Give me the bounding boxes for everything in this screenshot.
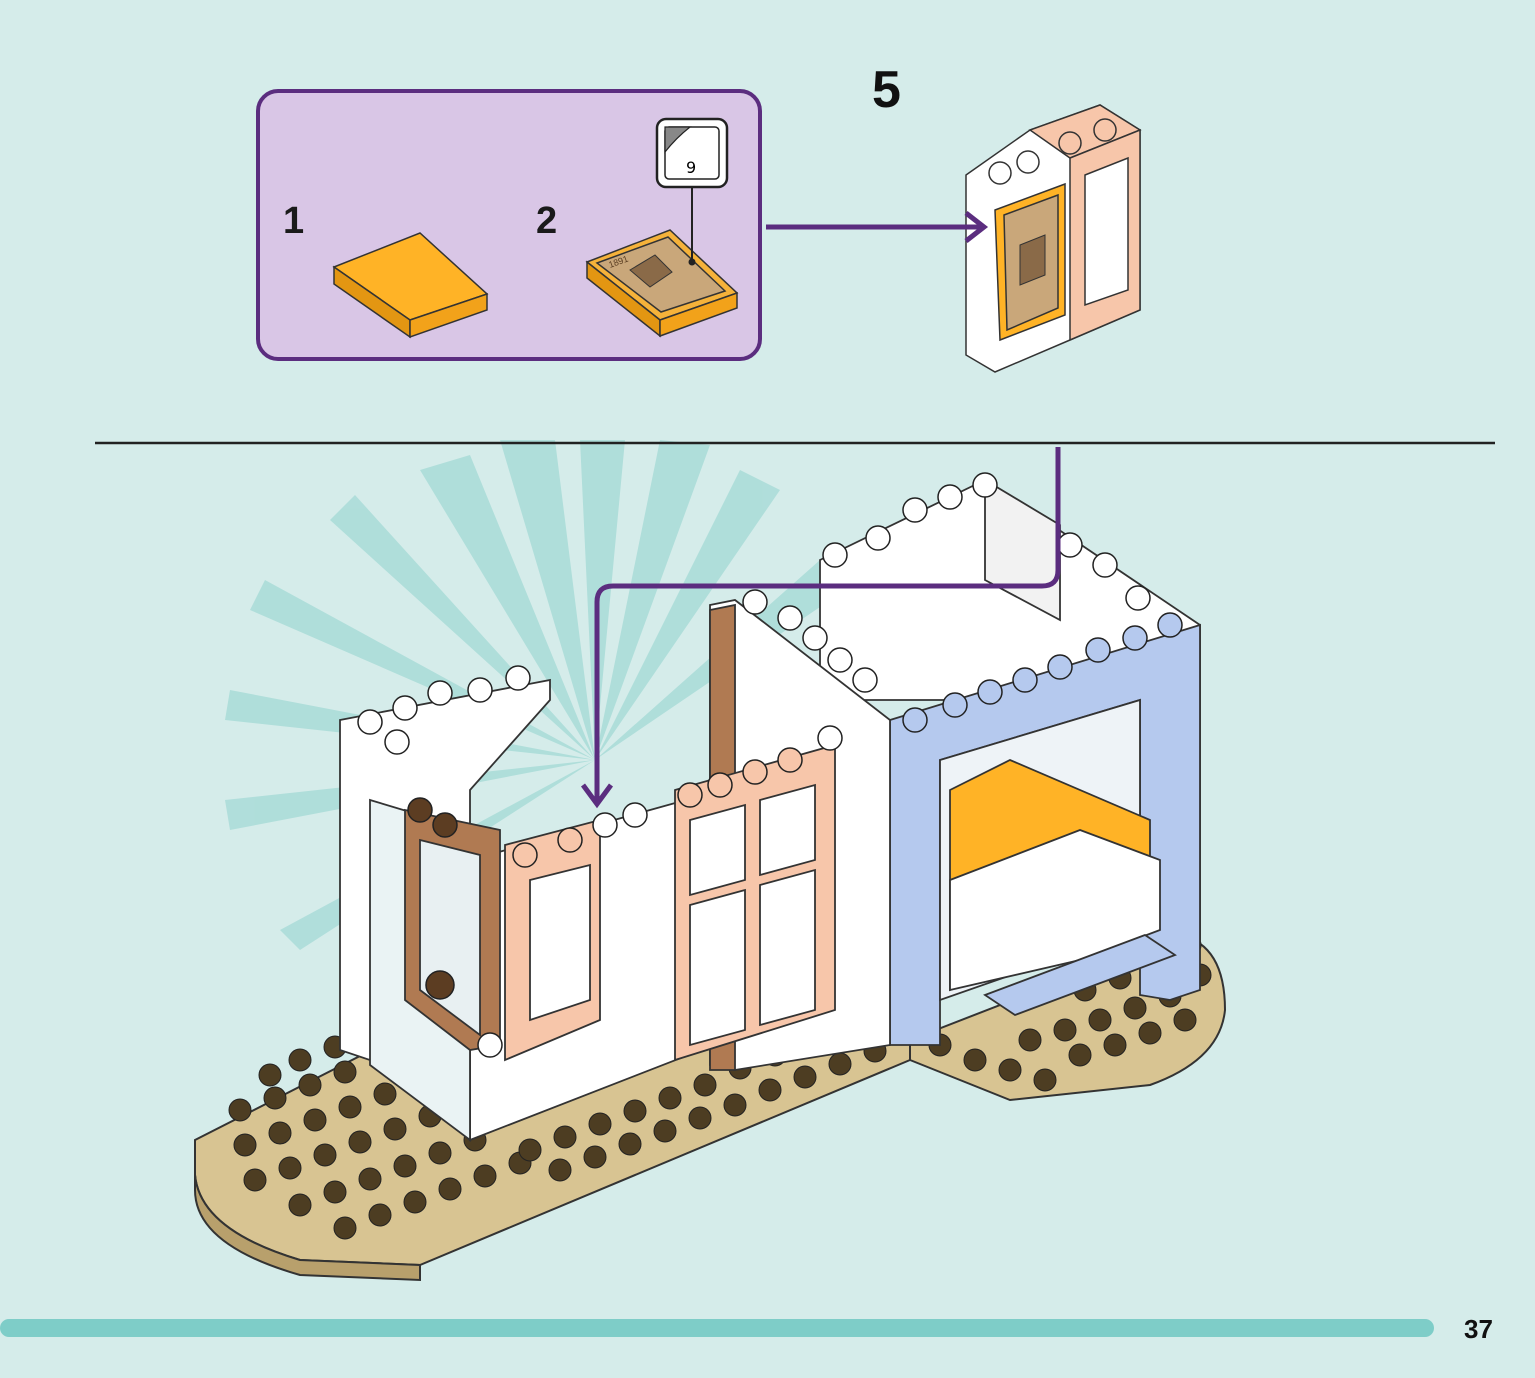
substep-1-number: 1 bbox=[283, 200, 305, 242]
page-number: 37 bbox=[1464, 1314, 1493, 1344]
sticker-icon bbox=[664, 126, 692, 154]
orange-tile-part bbox=[332, 232, 489, 339]
printed-tile-part: 1891 bbox=[585, 229, 739, 338]
step-number: 5 bbox=[872, 61, 901, 119]
substep-2-number: 2 bbox=[536, 200, 558, 242]
sticker-number: 9 bbox=[686, 158, 697, 177]
sticker-callout bbox=[655, 117, 729, 266]
